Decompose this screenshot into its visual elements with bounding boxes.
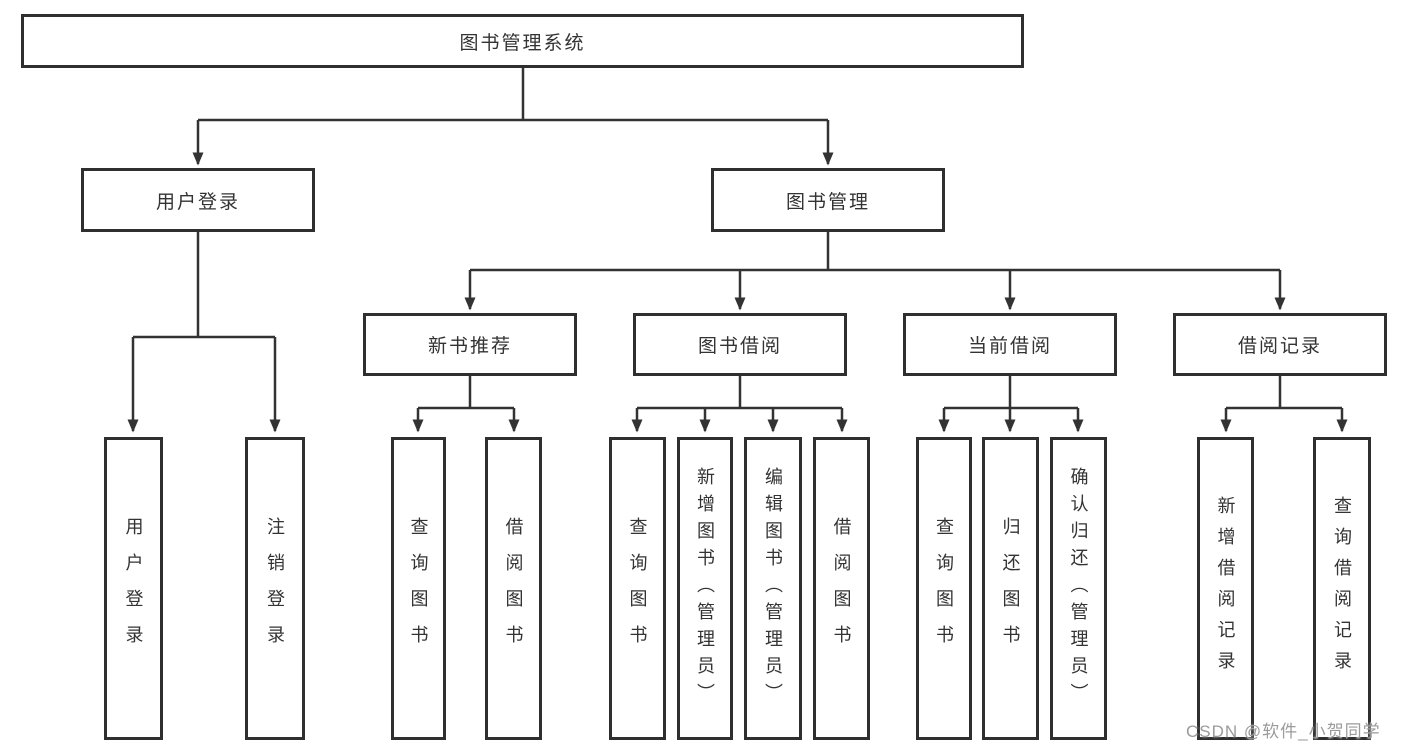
node-book-borrow: 图书借阅 [633,313,847,376]
leaf-bb-borrow-book: 借阅图书 [813,437,870,740]
leaf-bb-add-book: 新增图书（管理员） [677,437,733,740]
leaf-user-login: 用户登录 [104,437,163,740]
leaf-nb-query-book: 查询图书 [391,437,446,740]
leaf-cb-return-book: 归还图书 [982,437,1039,740]
leaf-br-query-record: 查询借阅记录 [1313,437,1371,740]
node-new-book-rec: 新书推荐 [363,313,577,376]
leaf-bb-edit-book: 编辑图书（管理员） [744,437,802,740]
node-current-borrow: 当前借阅 [903,313,1117,376]
leaf-cb-query-book: 查询图书 [916,437,972,740]
connector-arrows [127,120,1348,433]
leaf-bb-query-book: 查询图书 [609,437,666,740]
leaf-cb-confirm-return: 确认归还（管理员） [1050,437,1107,740]
connector-trunks [133,68,1342,410]
leaf-nb-borrow-book: 借阅图书 [485,437,542,740]
leaf-br-add-record: 新增借阅记录 [1197,437,1254,740]
leaf-logout: 注销登录 [245,437,305,740]
node-book-mgmt: 图书管理 [711,168,945,232]
watermark-text: CSDN @软件_小贺同学 [1186,722,1381,741]
node-root: 图书管理系统 [21,14,1024,68]
node-borrow-record: 借阅记录 [1173,313,1387,376]
node-user-login: 用户登录 [81,168,315,232]
